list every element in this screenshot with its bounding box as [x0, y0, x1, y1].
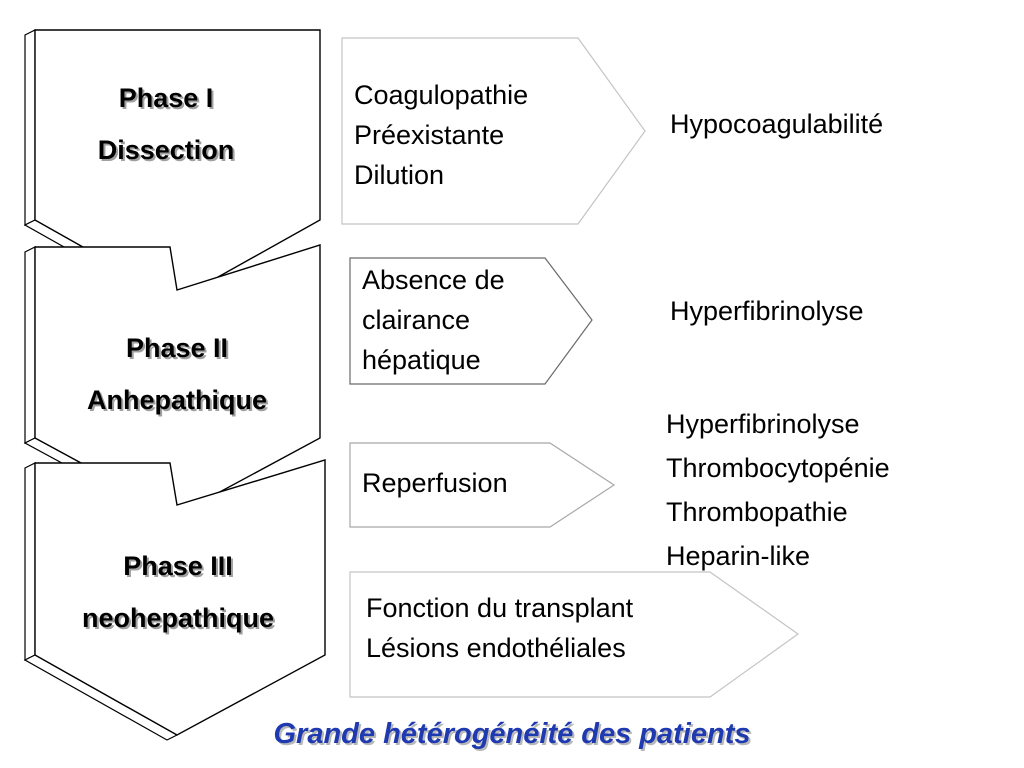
effect-2-text: Hyperfibrinolyse	[670, 291, 864, 331]
cause-1-line-3: Dilution	[354, 160, 445, 190]
cause-4-line-2: Lésions endothéliales	[366, 633, 626, 663]
cause-2-line-2: clairance	[362, 305, 471, 335]
footer-note: Grande hétérogénéité des patients	[273, 718, 751, 750]
cause-3-line-1: Reperfusion	[362, 468, 508, 498]
phase-3-label: Phase III neohepathique	[68, 540, 288, 644]
phase-2-label: Phase II Anhepathique	[67, 322, 287, 426]
phase-2-name: Anhepathique	[87, 385, 267, 415]
cause-arrow-2	[349, 257, 593, 385]
cause-1-line-2: Préexistante	[354, 120, 505, 150]
phase-1-title: Phase I	[118, 83, 214, 113]
effect-1-line-1: Hypocoagulabilité	[670, 109, 884, 139]
effect-3-line-4: Heparin-like	[666, 541, 811, 571]
cause-4-line-1: Fonction du transplant	[366, 593, 634, 623]
phase-1-label: Phase I Dissection	[56, 72, 276, 176]
phase-3-name: neohepathique	[81, 603, 274, 633]
effect-3-line-1: Hyperfibrinolyse	[666, 409, 860, 439]
cause-1-line-1: Coagulopathie	[354, 80, 529, 110]
cause-arrow-3	[349, 442, 616, 528]
effect-3-line-3: Thrombopathie	[666, 497, 848, 527]
effect-3-text: Hyperfibrinolyse Thrombocytopénie Thromb…	[666, 402, 890, 578]
cause-3-text: Reperfusion	[362, 463, 508, 503]
cause-2-line-3: hépatique	[362, 345, 481, 375]
cause-arrow-4	[349, 571, 800, 698]
phase-3-title: Phase III	[123, 551, 233, 581]
phase-chevron-3	[23, 459, 326, 741]
effect-1-text: Hypocoagulabilité	[670, 104, 883, 144]
cause-2-line-1: Absence de	[362, 265, 505, 295]
effect-3-line-2: Thrombocytopénie	[666, 453, 890, 483]
cause-2-text: Absence de clairance hépatique	[362, 260, 505, 380]
cause-4-text: Fonction du transplant Lésions endothéli…	[366, 588, 633, 668]
effect-2-line-1: Hyperfibrinolyse	[670, 296, 864, 326]
cause-arrow-1	[341, 37, 646, 225]
cause-1-text: Coagulopathie Préexistante Dilution	[354, 75, 528, 195]
phase-2-title: Phase II	[125, 333, 229, 363]
phase-1-name: Dissection	[97, 135, 235, 165]
